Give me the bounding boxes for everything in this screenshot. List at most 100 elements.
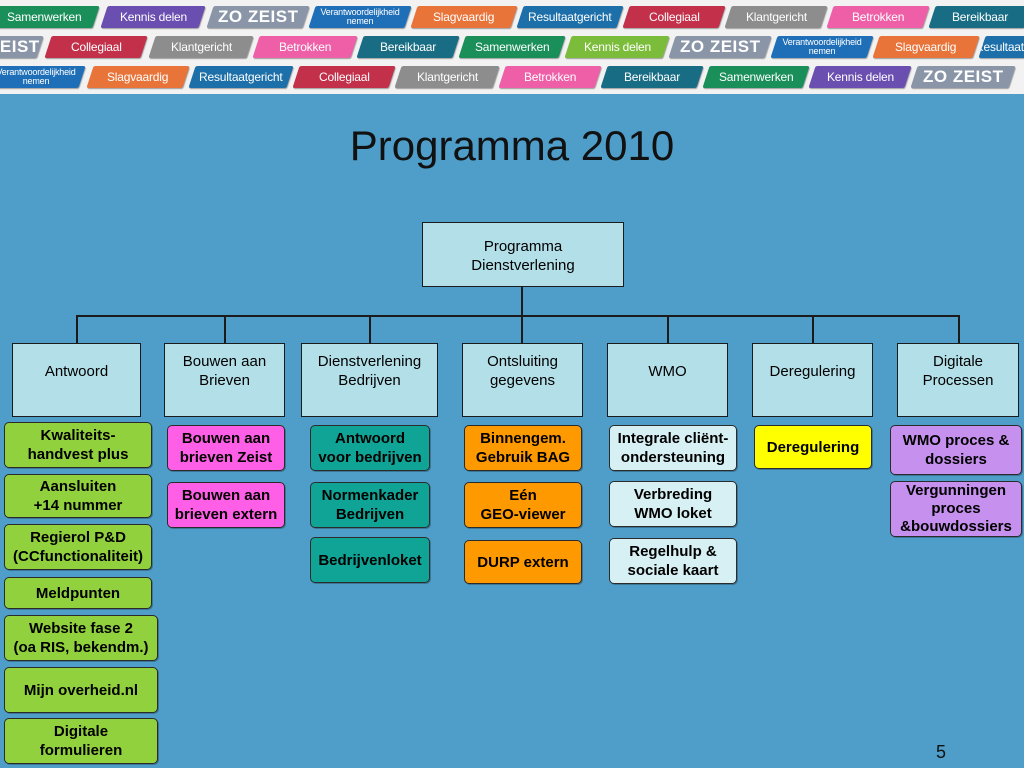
item-label: Meldpunten <box>35 584 121 602</box>
banner-tag: Kennis delen <box>564 36 670 58</box>
item-box: Bouwen aan brieven extern <box>167 482 285 528</box>
banner-row-1: Samenwerken Kennis delen ZO ZEIST Verant… <box>0 4 1024 30</box>
item-label: Digitale <box>53 723 109 740</box>
item-box: Mijn overheid.nl <box>4 667 158 713</box>
connector-drop <box>76 315 78 343</box>
item-box: DURP extern <box>464 540 582 584</box>
banner-tag: Samenwerken <box>0 6 100 28</box>
connector-drop <box>369 315 371 343</box>
item-label: Normenkader <box>321 487 419 504</box>
banner-tag: Samenwerken <box>458 36 566 58</box>
item-label: Kwaliteits- <box>40 427 116 444</box>
item-label: Gebruik BAG <box>475 449 571 466</box>
item-box: Integrale cliënt-ondersteuning <box>609 425 737 471</box>
item-label: Binnengem. <box>480 430 566 447</box>
banner-tag: Slagvaardig <box>410 6 518 28</box>
category-label: Deregulering <box>769 363 856 380</box>
root-node-line: Programma <box>483 238 563 255</box>
item-label: ondersteuning <box>620 449 726 466</box>
banner-tag: Collegiaal <box>292 66 396 88</box>
item-label: Bouwen aan <box>181 430 271 447</box>
connector-root-down <box>521 286 523 316</box>
item-label: Eén <box>509 487 537 504</box>
banner-tag: Klantgericht <box>394 66 500 88</box>
item-label: (CCfunctionaliteit) <box>13 548 143 565</box>
category-label: Brieven <box>199 372 250 389</box>
category-label: Processen <box>922 372 994 389</box>
banner-tag: Samenwerken <box>702 66 810 88</box>
item-label: Integrale cliënt- <box>617 430 729 447</box>
banner-tag: Resultaatgericht <box>188 66 294 88</box>
item-label: WMO loket <box>634 505 712 522</box>
banner-tag: Bereikbaar <box>356 36 460 58</box>
category-label: Antwoord <box>44 363 109 380</box>
banner-tag: Slagvaardig <box>872 36 980 58</box>
item-label: Vergunningen <box>905 482 1006 499</box>
category-label: Dienstverlening <box>317 353 422 370</box>
banner-tag: Klantgericht <box>724 6 828 28</box>
category-label: Digitale <box>932 353 984 370</box>
item-label: Website fase 2 <box>29 620 133 637</box>
item-label: handvest plus <box>27 446 129 463</box>
item-label: sociale kaart <box>627 562 719 579</box>
banner-tag: ZO ZEIST <box>910 66 1016 88</box>
page-title: Programma 2010 <box>349 122 675 169</box>
banner-tag: ZO ZEIST <box>668 36 772 58</box>
item-label: Regierol P&D <box>30 529 126 546</box>
category-node: WMO <box>607 343 728 417</box>
item-box: Meldpunten <box>4 577 152 609</box>
category-label: Bedrijven <box>338 372 401 389</box>
banner-tag: Kennis delen <box>100 6 206 28</box>
item-box: Kwaliteits-handvest plus <box>4 422 152 468</box>
item-label: brieven extern <box>174 506 278 523</box>
banner-tag: Verantwoordelijkheid nemen <box>0 66 86 88</box>
banner-tag: Bereikbaar <box>600 66 704 88</box>
banner-tag: Resultaatgericht <box>978 36 1024 58</box>
connector-drop <box>521 315 523 343</box>
item-label: Bouwen aan <box>181 487 271 504</box>
banner-tag: Resultaatgericht <box>516 6 624 28</box>
item-label: Deregulering <box>766 438 860 456</box>
item-box: WMO proces &dossiers <box>890 425 1022 475</box>
banner-tag: ZEIST <box>0 36 44 58</box>
item-label: formulieren <box>39 742 123 759</box>
item-box: Aansluiten+14 nummer <box>4 474 152 518</box>
item-label: Antwoord <box>335 430 405 447</box>
banner-row-3: Verantwoordelijkheid nemen Slagvaardig R… <box>0 64 1024 90</box>
item-box: Digitale formulieren <box>4 718 158 764</box>
category-label: gegevens <box>489 372 556 389</box>
item-label: GEO-viewer <box>480 506 566 523</box>
banner-tag: Verantwoordelijkheid nemen <box>308 6 412 28</box>
connector-drop <box>224 315 226 343</box>
category-label: Bouwen aan <box>182 353 267 370</box>
banner-tag: Betrokken <box>252 36 358 58</box>
category-label: WMO <box>648 363 687 380</box>
item-label: brieven Zeist <box>179 449 273 466</box>
item-label: +14 nummer <box>33 497 123 514</box>
connector-drop <box>667 315 669 343</box>
item-box: Deregulering <box>754 425 872 469</box>
banner-tag: Slagvaardig <box>86 66 190 88</box>
banner-row-2: ZEIST Collegiaal Klantgericht Betrokken … <box>0 34 1024 60</box>
item-box: Bedrijvenloket <box>310 537 430 583</box>
item-label: Regelhulp & <box>629 543 717 560</box>
item-box: Bouwen aan brieven Zeist <box>167 425 285 471</box>
category-node: Deregulering <box>752 343 873 417</box>
banner-tag: Betrokken <box>498 66 602 88</box>
category-node: Antwoord <box>12 343 141 417</box>
root-node-line: Dienstverlening <box>471 257 575 274</box>
banner-tag: Klantgericht <box>148 36 254 58</box>
item-label: (oa RIS, bekendm.) <box>13 639 149 656</box>
item-box: Binnengem. Gebruik BAG <box>464 425 582 471</box>
header-banner: Samenwerken Kennis delen ZO ZEIST Verant… <box>0 0 1024 94</box>
item-label: DURP extern <box>477 553 569 571</box>
